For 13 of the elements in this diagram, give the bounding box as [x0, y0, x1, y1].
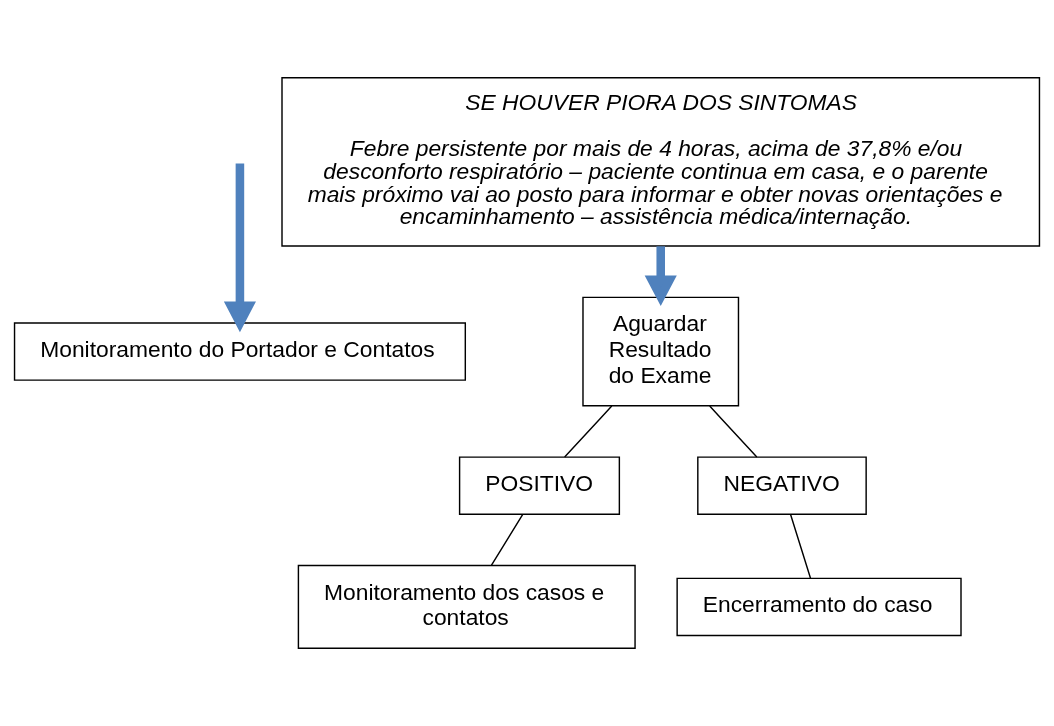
connector: [789, 513, 812, 579]
arrow: [644, 246, 677, 307]
arrow: [223, 163, 256, 333]
node-box: Monitoramento dos casos e contatos: [297, 564, 636, 649]
connector: [709, 405, 758, 458]
connector: [563, 405, 613, 458]
node-box: NEGATIVO: [697, 456, 867, 515]
connector: [490, 513, 524, 566]
node-box: Aguardar Resultado do Exame: [582, 296, 740, 407]
node-box: SE HOUVER PIORA DOS SINTOMAS Febre persistente por mais de 4 horas, acima de 37,8% e/ou desconforto respiratório – paciente continua em casa, e o parente mais próximo vai ao posto para informar e obter novas orientações e encaminhamento – assistência médica/internação.: [281, 77, 1041, 247]
node-box: Encerramento do caso: [676, 577, 962, 637]
node-box: POSITIVO: [458, 456, 621, 515]
node-box: Monitoramento do Portador e Contatos: [13, 322, 467, 381]
